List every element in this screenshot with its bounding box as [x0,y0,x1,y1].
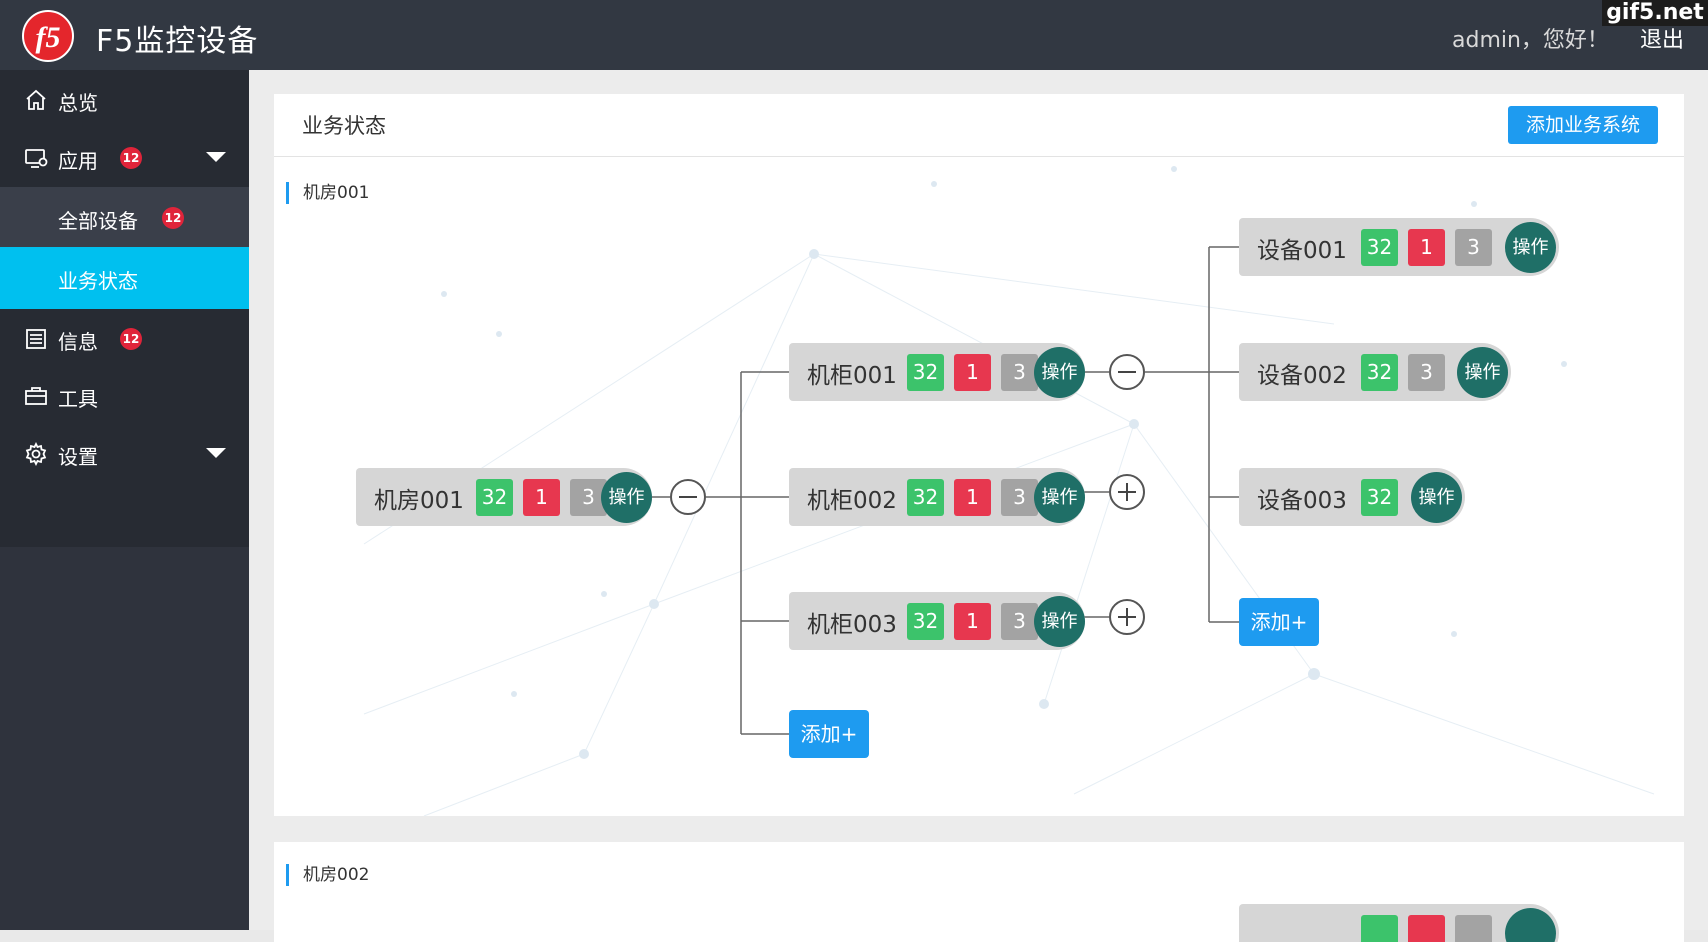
gear-icon [25,442,47,466]
expand-toggle[interactable] [1109,599,1145,635]
operate-button[interactable]: 操作 [1034,596,1085,647]
f5-logo: f5 [22,10,74,62]
operate-button[interactable]: 操作 [1034,472,1085,523]
expand-toggle[interactable] [1109,474,1145,510]
chevron-down-icon[interactable] [206,448,226,458]
collapse-toggle[interactable] [670,479,706,515]
operate-button[interactable]: 操作 [1457,347,1508,398]
devices-count-badge: 12 [162,207,184,229]
sidebar-item-label: 信息 [58,330,98,354]
node-label: 设备003 [1257,488,1347,514]
tree-node-device: 设备001 32 1 3 操作 [1239,218,1559,276]
error-count-chip: 1 [954,603,991,640]
tree-node-cabinet: 机柜002 32 1 3 操作 [789,468,1085,526]
node-label: 设备002 [1257,363,1347,389]
app-title: F5监控设备 [96,24,259,59]
error-count-chip [1408,915,1445,942]
sidebar: 总览 应用 12 全部设备 12 业务状态 信息 12 工具 [0,70,249,930]
operate-button[interactable] [1505,908,1556,942]
ok-count-chip [1361,915,1398,942]
operate-button[interactable]: 操作 [601,472,652,523]
logo-text: f5 [36,21,61,54]
ok-count-chip: 32 [907,354,944,391]
sidebar-subitem-all-devices[interactable]: 全部设备 12 [0,187,249,247]
error-count-chip: 1 [1408,229,1445,266]
tree-connectors [647,246,1239,735]
operate-button[interactable]: 操作 [1505,222,1556,273]
ok-count-chip: 32 [1361,354,1398,391]
ok-count-chip: 32 [1361,229,1398,266]
sidebar-item-label: 总览 [58,91,98,115]
divider [274,156,1684,157]
tree-node-cabinet: 机柜001 32 1 3 操作 [789,343,1085,401]
list-icon [26,329,46,349]
offline-count-chip: 3 [1408,354,1445,391]
sidebar-item-label: 业务状态 [58,269,138,293]
error-count-chip: 1 [954,354,991,391]
sidebar-item-overview[interactable]: 总览 [0,70,249,128]
top-header: f5 F5监控设备 admin，您好！ 退出 gif5.net [0,0,1708,70]
error-count-chip: 1 [954,479,991,516]
node-label: 设备001 [1257,238,1347,264]
sidebar-item-label: 全部设备 [58,209,138,233]
error-count-chip: 1 [523,479,560,516]
collapse-toggle[interactable] [1109,354,1145,390]
ok-count-chip: 32 [907,479,944,516]
info-count-badge: 12 [120,328,142,350]
tree-node-cabinet: 机柜003 32 1 3 操作 [789,592,1085,650]
business-status-panel: 业务状态 添加业务系统 机房001 机房001 32 1 3 操作 [274,94,1684,816]
network-background [363,166,1655,816]
main-content: 业务状态 添加业务系统 机房001 机房001 32 1 3 操作 [249,70,1708,942]
logout-link[interactable]: 退出 [1640,28,1685,53]
tree-node-device-partial [1239,904,1559,942]
offline-count-chip: 3 [1001,479,1038,516]
node-label: 机房001 [374,488,464,514]
sidebar-item-tools[interactable]: 工具 [0,366,249,424]
section-label-room-001: 机房001 [286,182,369,204]
toolbox-icon [25,387,47,405]
tree-node-device: 设备003 32 操作 [1239,468,1465,526]
home-icon [26,89,46,110]
sidebar-subitem-business-status[interactable]: 业务状态 [0,247,249,309]
sidebar-item-label: 工具 [58,387,98,411]
sidebar-item-label: 设置 [58,445,98,469]
node-label: 机柜001 [807,363,897,389]
offline-count-chip: 3 [570,479,607,516]
user-greeting: admin，您好！ [1452,28,1609,53]
sidebar-item-label: 应用 [58,149,98,173]
tree-node-device: 设备002 32 3 操作 [1239,343,1511,401]
offline-count-chip: 3 [1001,354,1038,391]
node-label: 机柜003 [807,612,897,638]
tree-node-room: 机房001 32 1 3 操作 [356,468,652,526]
section-label-room-002: 机房002 [286,864,369,886]
sidebar-bottom-group: 信息 12 工具 设置 [0,309,249,547]
offline-count-chip: 3 [1455,229,1492,266]
add-cabinet-button[interactable]: 添加+ [789,710,869,758]
panel-title: 业务状态 [302,114,386,138]
add-business-system-button[interactable]: 添加业务系统 [1508,106,1658,144]
ok-count-chip: 32 [476,479,513,516]
operate-button[interactable]: 操作 [1034,347,1085,398]
sidebar-item-info[interactable]: 信息 12 [0,309,249,367]
operate-button[interactable]: 操作 [1411,472,1462,523]
apps-count-badge: 12 [120,147,142,169]
sidebar-item-settings[interactable]: 设置 [0,424,249,482]
chevron-down-icon[interactable] [206,152,226,162]
ok-count-chip: 32 [907,603,944,640]
sidebar-item-apps[interactable]: 应用 12 [0,128,249,186]
ok-count-chip: 32 [1361,479,1398,516]
offline-count-chip: 3 [1001,603,1038,640]
room-002-panel: 机房002 [274,842,1684,942]
sidebar-top-group: 总览 应用 12 [0,70,249,187]
offline-count-chip [1455,915,1492,942]
add-device-button[interactable]: 添加+ [1239,598,1319,646]
monitor-icon [25,149,48,168]
watermark: gif5.net [1602,0,1708,26]
node-label: 机柜002 [807,488,897,514]
